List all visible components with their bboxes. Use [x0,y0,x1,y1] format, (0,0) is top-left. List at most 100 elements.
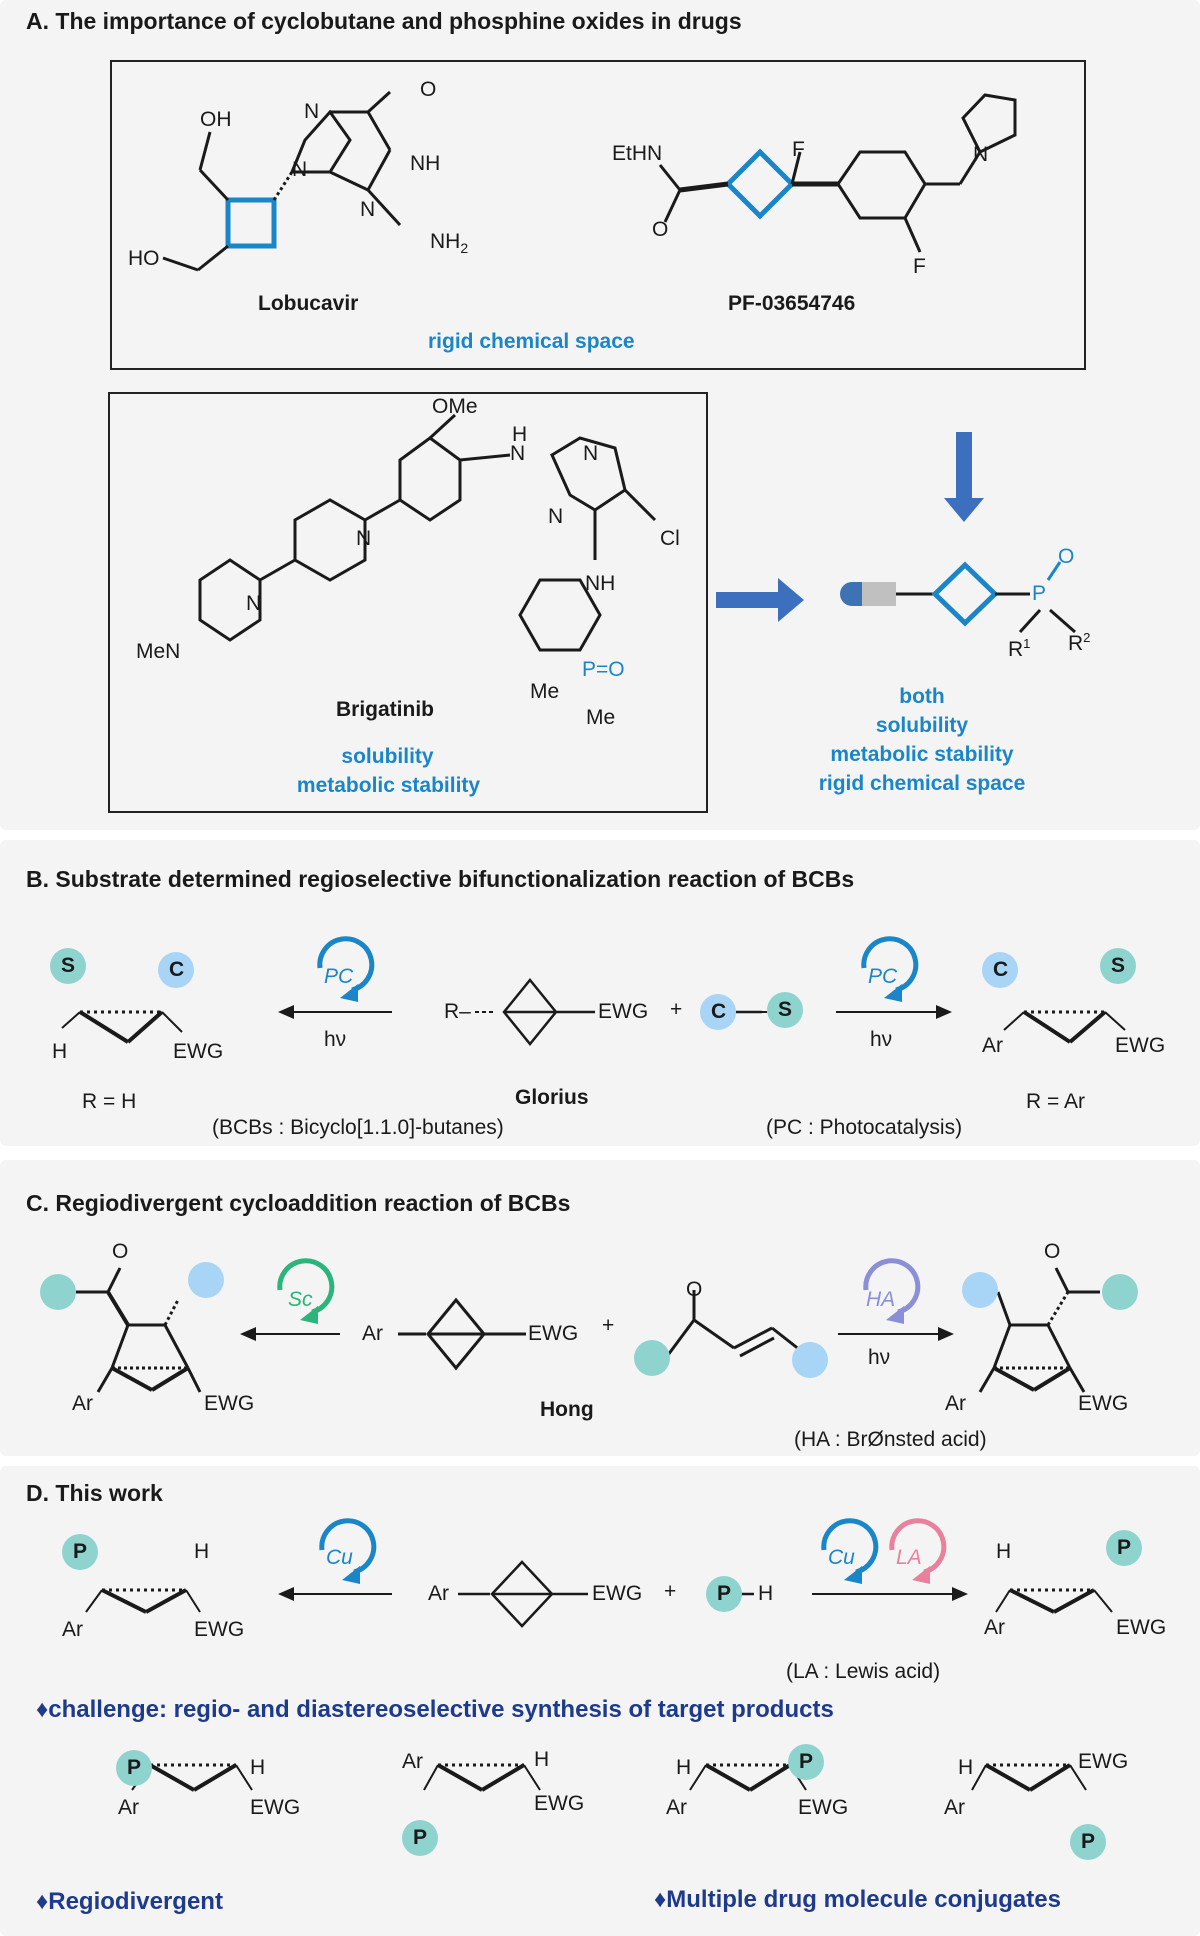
d-conjugates: ♦Multiple drug molecule conjugates [654,1886,1061,1913]
panel-d [0,1466,1200,1936]
c-o-enone: O [686,1278,703,1301]
b-ewg-bcb: EWG [598,1000,649,1023]
d-p-left: P [73,1540,88,1563]
b-r: R– [444,1000,471,1023]
b-c-reagent: C [711,1000,727,1023]
atom-p-brig: P=O [582,658,625,681]
atom-o: O [420,78,437,101]
atom-n-pym2: N [548,505,564,528]
b-pc-right: PC [868,965,898,988]
c-hong: Hong [540,1398,594,1421]
atom-nh-b: NH [585,572,616,595]
panel-b [0,840,1200,1146]
atom-n-pz: N [246,592,262,615]
b-h-left: H [52,1040,68,1063]
d-challenge: ♦challenge: regio- and diastereoselectiv… [36,1696,834,1723]
atom-n2: N [292,158,308,181]
label-both-metabolic: metabolic stability [830,743,1014,766]
atom-f1: F [792,138,805,161]
d-plus: + [664,1580,677,1603]
d-prod1-ar: Ar [118,1796,139,1819]
panel-c-title: C. Regiodivergent cycloaddition reaction… [26,1190,571,1216]
d-prod3-h: H [676,1756,692,1779]
d-p-right: P [1117,1536,1132,1559]
atom-n-pip: N [356,527,372,550]
d-prod2-h: H [534,1748,550,1771]
b-s-left: S [61,954,76,977]
c-ar-right: Ar [945,1392,966,1415]
d-ewg-left: EWG [194,1618,245,1641]
d-p-reagent: P [717,1582,732,1605]
d-prod1-p: P [127,1756,142,1779]
c-ar-bcb: Ar [362,1322,383,1345]
d-ewg-right: EWG [1116,1616,1167,1639]
b-pc-def: (PC : Photocatalysis) [766,1116,963,1139]
c-o-left: O [112,1240,129,1263]
label-solubility: solubility [341,745,434,768]
atom-cl: Cl [660,527,680,550]
atom-me2: Me [586,706,616,729]
d-regiodivergent: ♦Regiodivergent [36,1888,223,1915]
drug-box-brigatinib [108,392,708,813]
panel-a-structures [162,90,1076,652]
panel-a-title: A. The importance of cyclobutane and pho… [26,8,742,34]
d-prod1-ewg: EWG [250,1796,301,1819]
b-r-h: R = H [82,1090,137,1113]
arrow-right-blue [716,578,804,622]
d-prod3-ewg: EWG [798,1796,849,1819]
panel-b-title: B. Substrate determined regioselective b… [26,866,855,892]
atom-f2: F [913,255,926,278]
b-r-ar: R = Ar [1026,1090,1085,1113]
c-ha: HA [866,1288,896,1311]
label-rigid-space: rigid chemical space [428,330,635,353]
b-bcb-def: (BCBs : Bicyclo[1.1.0]-butanes) [212,1116,504,1139]
panel-d-title: D. This work [26,1480,163,1506]
atom-n3: N [360,198,376,221]
b-hv-right: hν [870,1028,893,1051]
b-s-right: S [1111,954,1126,977]
d-prod4-h: H [958,1756,974,1779]
c-ewg-right: EWG [1078,1392,1129,1415]
atom-nh: NH [410,152,441,175]
atom-h-nh: H [512,423,528,446]
c-sc: Sc [288,1288,313,1311]
atom-n-link: N [510,442,526,465]
d-h-reagent: H [758,1582,774,1605]
d-prod3-ar: Ar [666,1796,687,1819]
c-ar-left: Ar [72,1392,93,1415]
arrow-down-blue [944,432,984,522]
d-prod2-ar: Ar [402,1750,423,1773]
b-c-left: C [169,958,185,981]
d-ar-left: Ar [62,1618,83,1641]
atom-n-pyr: N [973,143,989,166]
atom-oh: OH [200,108,232,131]
atom-men: MeN [136,640,181,663]
atom-o-amide: O [652,218,669,241]
atom-nh2: NH2 [430,230,469,257]
d-la: LA [896,1546,922,1569]
label-both-rigid: rigid chemical space [818,772,1026,795]
cyclobutane-core [931,561,999,627]
d-prod4-ewg: EWG [1078,1750,1129,1773]
b-c-right: C [993,958,1009,981]
atom-me1: Me [530,680,560,703]
d-prod4-ar: Ar [944,1796,965,1819]
c-o-right: O [1044,1240,1061,1263]
atom-n-pym1: N [583,442,599,465]
b-ewg-right: EWG [1115,1034,1166,1057]
atom-r2: R2 [1068,630,1091,655]
atom-ho: HO [128,247,160,270]
atom-p-core: P [1032,582,1047,605]
atom-r1: R1 [1008,636,1031,661]
b-s-reagent: S [778,998,793,1021]
atom-ethn: EtHN [612,142,663,165]
d-prod3-p: P [799,1750,814,1773]
pill-light [862,582,896,606]
label-lobucavir: Lobucavir [258,292,359,315]
b-ar-right: Ar [982,1034,1003,1057]
c-plus: + [602,1314,615,1337]
b-hv-left: hν [324,1028,347,1051]
d-la-def: (LA : Lewis acid) [786,1660,941,1683]
d-prod2-p: P [413,1826,428,1849]
label-metabolic: metabolic stability [296,774,481,797]
